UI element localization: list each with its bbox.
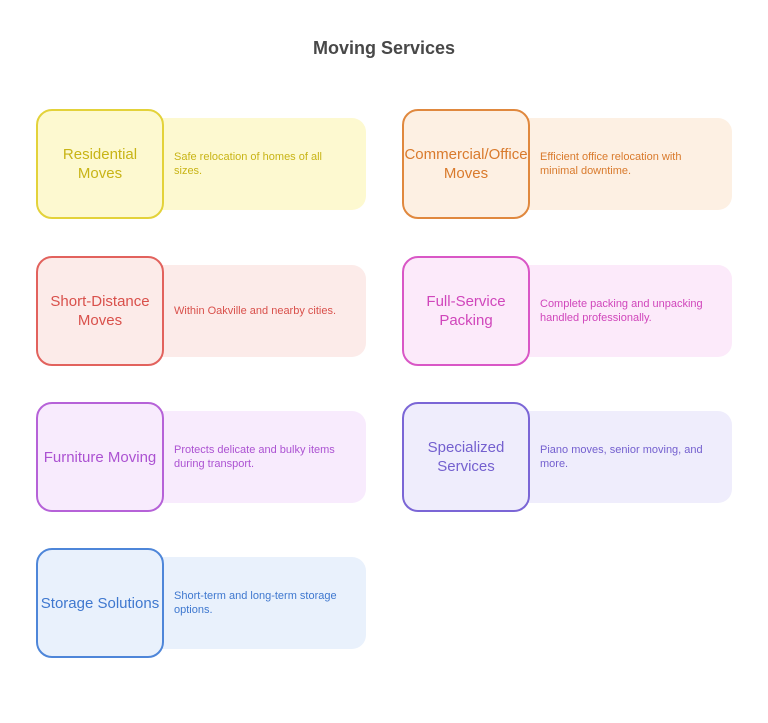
service-label: Specialized Services — [427, 439, 505, 475]
service-label: Residential Moves — [62, 146, 138, 182]
service-label: Storage Solutions — [40, 594, 160, 612]
service-card-short-distance: Within Oakville and nearby cities. Short… — [36, 256, 366, 366]
service-description-box: Efficient office relocation with minimal… — [512, 118, 732, 210]
service-description-box: Piano moves, senior moving, and more. — [512, 411, 732, 503]
service-description: Piano moves, senior moving, and more. — [540, 444, 703, 470]
service-label: Short-Distance Moves — [50, 293, 150, 329]
service-card-residential: Safe relocation of homes of all sizes. R… — [36, 109, 366, 219]
service-label-box: Short-Distance Moves — [36, 256, 164, 366]
service-card-storage: Short-term and long-term storage options… — [36, 548, 366, 658]
service-card-full-service-packing: Complete packing and unpacking handled p… — [402, 256, 732, 366]
service-label: Full-Service Packing — [426, 293, 506, 329]
service-label: Commercial/Office Moves — [404, 146, 528, 182]
service-label-box: Full-Service Packing — [402, 256, 530, 366]
service-description: Complete packing and unpacking handled p… — [540, 298, 703, 324]
service-label-box: Commercial/Office Moves — [402, 109, 530, 219]
service-description: Protects delicate and bulky items during… — [174, 444, 335, 470]
service-card-commercial: Efficient office relocation with minimal… — [402, 109, 732, 219]
service-description: Short-term and long-term storage options… — [174, 590, 337, 616]
service-description-box: Protects delicate and bulky items during… — [146, 411, 366, 503]
service-description: Within Oakville and nearby cities. — [174, 305, 337, 317]
service-description-box: Safe relocation of homes of all sizes. — [146, 118, 366, 210]
service-description-box: Short-term and long-term storage options… — [146, 557, 366, 649]
service-description: Efficient office relocation with minimal… — [540, 151, 682, 177]
service-label-box: Furniture Moving — [36, 402, 164, 512]
service-label-box: Storage Solutions — [36, 548, 164, 658]
service-description: Safe relocation of homes of all sizes. — [174, 151, 322, 177]
service-card-specialized: Piano moves, senior moving, and more. Sp… — [402, 402, 732, 512]
service-card-furniture: Protects delicate and bulky items during… — [36, 402, 366, 512]
service-description-box: Within Oakville and nearby cities. — [146, 265, 366, 357]
service-label: Furniture Moving — [43, 448, 157, 466]
service-label-box: Specialized Services — [402, 402, 530, 512]
diagram-title: Moving Services — [312, 38, 456, 58]
service-description-box: Complete packing and unpacking handled p… — [512, 265, 732, 357]
service-label-box: Residential Moves — [36, 109, 164, 219]
